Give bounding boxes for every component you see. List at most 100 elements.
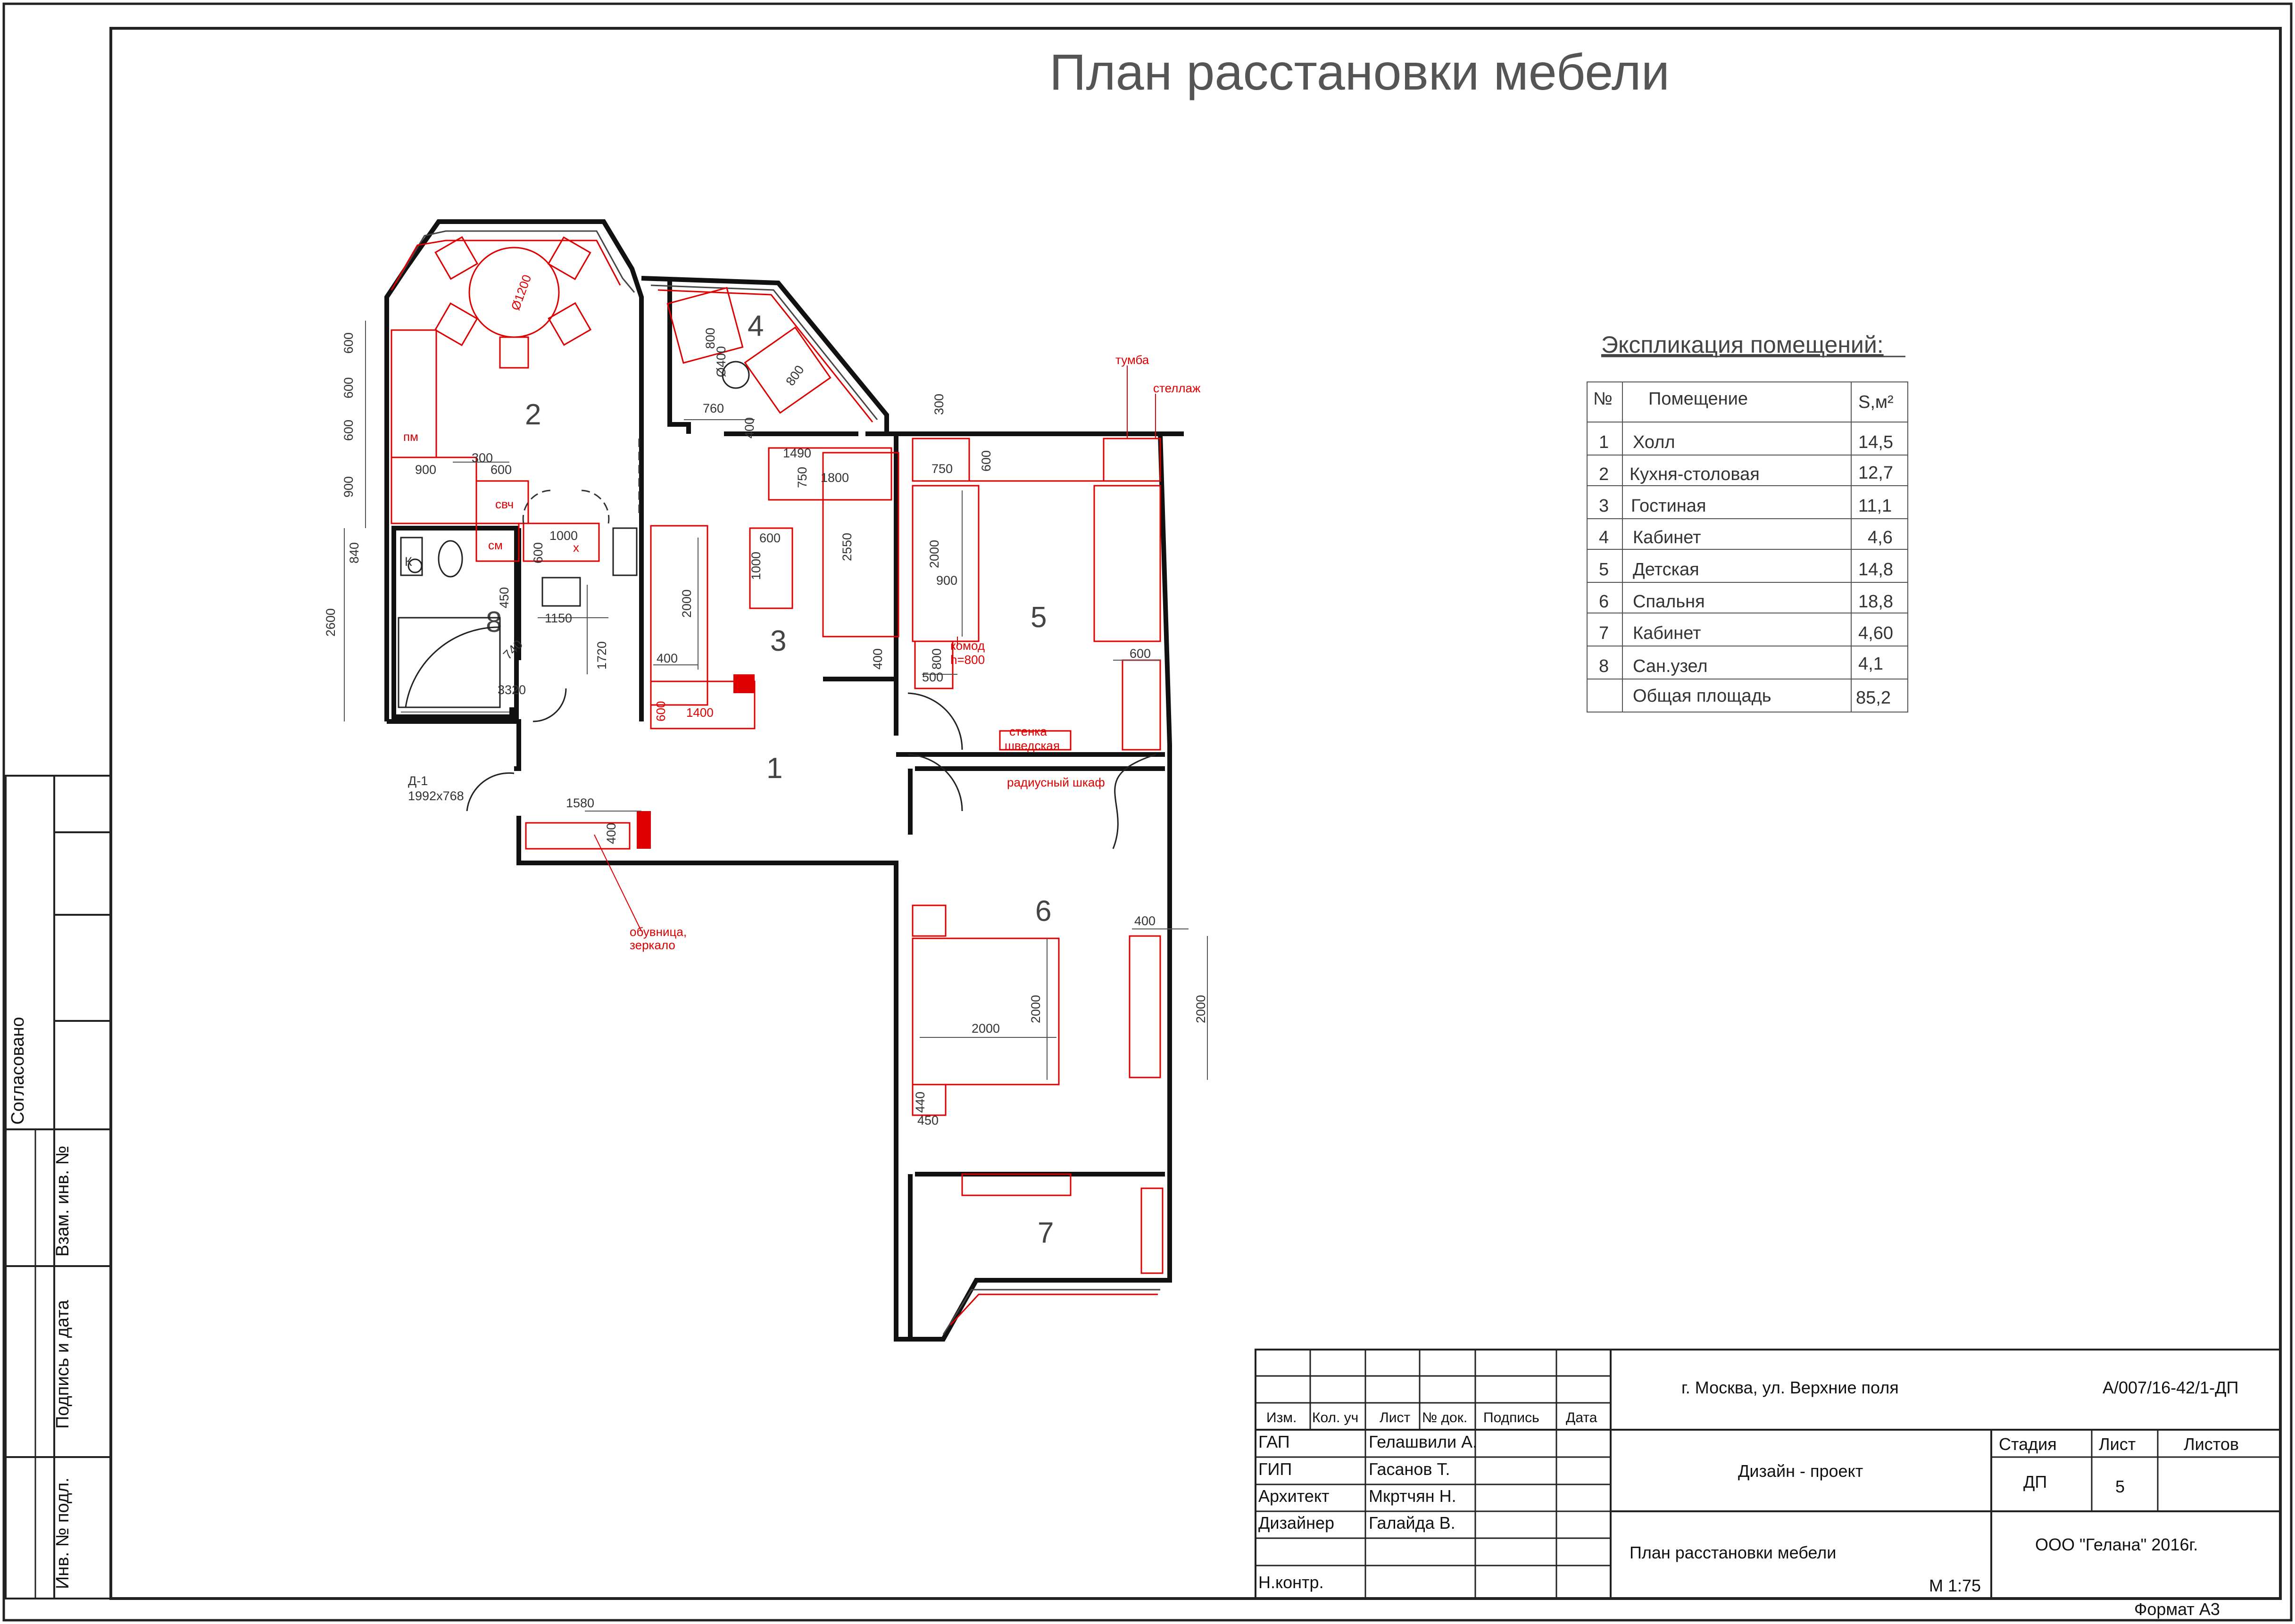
- floor-plan: 1 2 3 4 5 6 7 8: [324, 219, 1208, 1342]
- dim-text: 2000: [1029, 995, 1043, 1023]
- explication-col-room: Помещение: [1648, 389, 1748, 409]
- wardrobe: [1129, 935, 1161, 1078]
- sofa: [822, 452, 899, 638]
- dim-text: 900: [341, 476, 356, 497]
- label-stellazh: стеллаж: [1153, 381, 1201, 395]
- dim-text: 600: [341, 332, 356, 354]
- room-number-2: 2: [525, 398, 541, 431]
- dining-chair: [434, 302, 478, 347]
- tb-project: Дизайн - проект: [1738, 1461, 1863, 1481]
- dim-text: 600: [979, 450, 993, 472]
- room-number-1: 1: [766, 752, 782, 785]
- tb-address: г. Москва, ул. Верхние поля: [1681, 1378, 1899, 1397]
- tb-sheet-header: Лист: [2099, 1434, 2136, 1454]
- stamp-agreed: Согласовано: [8, 1017, 28, 1125]
- dim-text: 900: [415, 463, 436, 477]
- dim-text: 740: [500, 637, 525, 662]
- dim-text: 3320: [498, 683, 526, 697]
- dim-text: 2000: [972, 1021, 1000, 1036]
- dim-text: 1720: [595, 641, 609, 670]
- dim-text: 750: [931, 462, 953, 476]
- label-zerkalo: зеркало: [630, 938, 675, 952]
- dining-chair: [499, 336, 529, 369]
- explication-row-no: 8: [1599, 656, 1609, 676]
- label-shvedskaya: шведская: [1005, 738, 1060, 753]
- tb-company: ООО "Гелана" 2016г.: [2035, 1535, 2198, 1554]
- room-number-3: 3: [770, 625, 786, 657]
- title-block: Изм. Кол. уч Лист № док. Подпись Дата ГА…: [1255, 1349, 2281, 1619]
- explication-row-name: Кухня-столовая: [1630, 464, 1760, 484]
- explication-row-no: 6: [1599, 592, 1609, 612]
- tb-stage: ДП: [2023, 1472, 2047, 1491]
- explication-row-area: 18,8: [1858, 592, 1893, 612]
- bed-2: [1093, 485, 1161, 642]
- dim-text: 840: [347, 542, 361, 563]
- label-radius-wardrobe: радиусный шкаф: [1007, 775, 1105, 789]
- tb-header-podpis: Подпись: [1483, 1410, 1539, 1425]
- dim-text: 500: [922, 670, 943, 684]
- dim-text: 900: [936, 573, 957, 588]
- side-stamp: Согласовано Взам. инв. № Подпись и дата …: [5, 775, 112, 1599]
- right-wall: [1158, 433, 1172, 1174]
- tb-role: Дизайнер: [1258, 1513, 1334, 1533]
- washing-machine: [475, 522, 520, 562]
- label-tumba: тумба: [1115, 353, 1149, 367]
- explication-total: 85,2: [1856, 688, 1891, 708]
- armchair: [666, 287, 744, 364]
- hall-walls: [516, 816, 929, 1342]
- dim-text: 300: [472, 451, 493, 465]
- dim-text: 600: [531, 542, 545, 563]
- label-sm: см: [488, 538, 503, 552]
- tb-header-list: Лист: [1380, 1410, 1410, 1425]
- shelf: [1140, 1187, 1164, 1274]
- tb-header-izm: Изм.: [1266, 1410, 1297, 1425]
- shoe-cabinet: [525, 822, 631, 850]
- explication-row-area: 4,60: [1858, 623, 1893, 643]
- dim-text: 750: [795, 467, 809, 488]
- explication-row-no: 4: [1599, 528, 1609, 547]
- dim-text: 800: [930, 648, 944, 670]
- dim-text: 760: [703, 401, 724, 415]
- explication-row-name: Спальня: [1633, 592, 1705, 612]
- closet-x: [523, 522, 600, 562]
- stamp-inv-vzam: Взам. инв. №: [53, 1146, 73, 1257]
- dim-text: 600: [491, 463, 512, 477]
- dim-text: 400: [604, 823, 618, 844]
- kitchen-walls: [384, 219, 644, 721]
- tb-name: Гасанов Т.: [1369, 1459, 1450, 1479]
- dimension-lines: [344, 321, 1208, 1080]
- dim-text: 300: [932, 394, 946, 415]
- stamp-sign-date: Подпись и дата: [53, 1300, 73, 1429]
- explication-row-no: 2: [1599, 464, 1609, 484]
- label-svch: свч: [495, 497, 514, 511]
- tb-name: Мкртчян Н.: [1369, 1486, 1456, 1506]
- explication-row-area: 12,7: [1858, 463, 1893, 483]
- label-obuvnica: обувница,: [630, 925, 687, 939]
- explication-col-area: S,м²: [1858, 392, 1894, 412]
- dim-text: 400: [657, 651, 678, 665]
- tb-name: Галайда В.: [1369, 1513, 1455, 1533]
- tb-header-kol: Кол. уч: [1312, 1410, 1358, 1425]
- room-number-5: 5: [1031, 601, 1047, 634]
- hall-cabinet: [650, 680, 756, 729]
- dim-text: 2000: [927, 540, 941, 568]
- dim-text: 2000: [680, 589, 694, 618]
- dim-text: 1580: [566, 796, 594, 810]
- explication-heading: Экспликация помещений:: [1601, 331, 1884, 358]
- explication-row-area: 11,1: [1858, 496, 1892, 516]
- dim-text: 400: [742, 417, 757, 439]
- dim-text: 2550: [840, 533, 854, 561]
- tb-header-data: Дата: [1566, 1410, 1597, 1425]
- explication-row-no: 1: [1599, 432, 1609, 452]
- furniture-layer: [391, 236, 1164, 1274]
- room-number-6: 6: [1035, 895, 1051, 928]
- dim-text: 450: [497, 587, 511, 608]
- cabinet4-walls: [641, 276, 889, 436]
- tb-code: А/007/16-42/1-ДП: [2103, 1378, 2238, 1397]
- dim-text: Ø400: [714, 346, 728, 377]
- room-number-4: 4: [748, 310, 764, 342]
- tb-role: ГАП: [1258, 1432, 1290, 1451]
- dim-text: 2600: [324, 608, 338, 637]
